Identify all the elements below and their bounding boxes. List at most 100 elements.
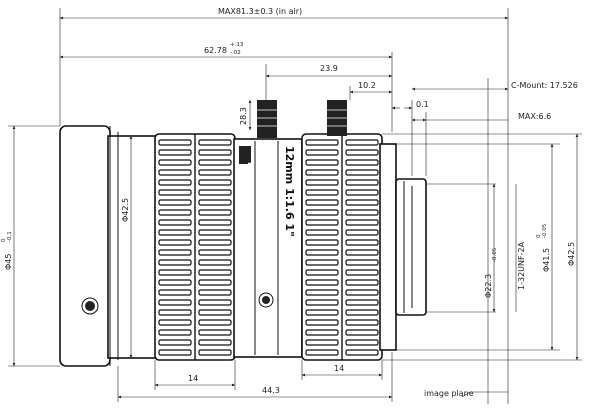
knurl-rib xyxy=(158,169,192,176)
image-plane-label: image plane xyxy=(424,389,474,398)
knurl-rib xyxy=(158,249,192,256)
knurl-rib xyxy=(345,229,379,236)
knurl-rib xyxy=(158,199,192,206)
dim-0-1: 0.1 xyxy=(416,100,429,109)
knurl-rib xyxy=(158,269,192,276)
lock-screw-right xyxy=(327,100,347,136)
knurl-rib xyxy=(305,229,339,236)
dim-dia-42-5-inner: Φ42.5 xyxy=(121,198,130,222)
knurl-rib xyxy=(305,139,339,146)
knurl-rib xyxy=(198,299,232,306)
knurl-rib xyxy=(305,149,339,156)
knurl-rib xyxy=(345,219,379,226)
brand-logo xyxy=(239,146,251,164)
front-screw-hole xyxy=(85,301,95,311)
dim-62-78: 62.78 xyxy=(204,46,227,55)
knurl-rib xyxy=(305,189,339,196)
knurl-rib xyxy=(305,349,339,356)
knurl-rib xyxy=(158,179,192,186)
knurl-rib xyxy=(158,289,192,296)
lens-body: FM 12mm 1:1.6 1" xyxy=(59,100,427,367)
dim-62-78-tol-upper: +.13 xyxy=(230,42,244,48)
knurl-rib xyxy=(198,319,232,326)
knurl-rib xyxy=(198,309,232,316)
dim-dia-45-tol-upper: 0 xyxy=(1,238,7,242)
knurl-rib xyxy=(305,249,339,256)
knurl-rib xyxy=(198,209,232,216)
knurl-rib xyxy=(158,189,192,196)
dim-dia-22-3: Φ22.3 xyxy=(484,274,493,298)
knurl-rib xyxy=(345,239,379,246)
knurl-rib xyxy=(345,309,379,316)
knurl-rib xyxy=(345,289,379,296)
knurl-rib xyxy=(158,149,192,156)
front-barrel xyxy=(59,125,111,367)
dim-dia-41-5-tol-upper: 0 xyxy=(536,234,542,238)
knurl-rib xyxy=(345,249,379,256)
dim-44-3: 44.3 xyxy=(262,386,280,395)
rear-barrel xyxy=(379,143,397,351)
knurl-rib xyxy=(158,349,192,356)
knurl-rib xyxy=(305,269,339,276)
knurl-rib xyxy=(345,159,379,166)
knurl-rib xyxy=(158,139,192,146)
knurl-rib xyxy=(345,199,379,206)
dimensions: MAX81.3±0.3 (in air) 62.78 +.13 -.02 23.… xyxy=(1,7,582,404)
knurl-rib xyxy=(198,349,232,356)
c-mount-thread xyxy=(395,178,427,316)
dim-ring-width-left: 14 xyxy=(188,374,198,383)
knurl-rib xyxy=(345,339,379,346)
knurl-rib xyxy=(158,339,192,346)
knurl-rib xyxy=(198,269,232,276)
knurl-rib xyxy=(345,269,379,276)
knurl-rib xyxy=(305,169,339,176)
knurl-rib xyxy=(158,299,192,306)
knurl-rib xyxy=(345,179,379,186)
knurl-rib xyxy=(305,289,339,296)
knurl-rib xyxy=(158,209,192,216)
dim-max-length: MAX81.3±0.3 (in air) xyxy=(218,7,302,16)
knurl-rib xyxy=(198,219,232,226)
knurl-rib xyxy=(198,249,232,256)
knurl-rib xyxy=(158,259,192,266)
knurl-rib xyxy=(158,239,192,246)
dim-dia-45-tol-lower: -0.1 xyxy=(7,231,13,242)
knurl-rib xyxy=(198,149,232,156)
knurl-rib xyxy=(345,169,379,176)
dim-10-2: 10.2 xyxy=(358,81,376,90)
knurl-rib xyxy=(198,279,232,286)
knurl-rib xyxy=(305,309,339,316)
dim-dia-22-3-tol: -0.05 xyxy=(492,247,498,262)
knurl-rib xyxy=(345,209,379,216)
knurl-rib xyxy=(345,299,379,306)
knurl-rib xyxy=(198,179,232,186)
dim-ring-width-right: 14 xyxy=(334,364,344,373)
knurl-rib xyxy=(158,319,192,326)
lock-screw-left xyxy=(257,100,277,138)
dim-max-6-6: MAX:6.6 xyxy=(518,112,551,121)
center-band xyxy=(233,138,303,358)
dim-dia-41-5-tol-lower: -0.05 xyxy=(542,223,548,238)
knurl-rib xyxy=(198,169,232,176)
lens-engraving: 12mm 1:1.6 1" xyxy=(283,146,296,237)
knurl-rib xyxy=(158,159,192,166)
knurl-rib xyxy=(198,229,232,236)
knurl-rib xyxy=(305,219,339,226)
knurl-rib xyxy=(305,209,339,216)
dim-62-78-tol-lower: -.02 xyxy=(230,50,241,56)
knurl-rib xyxy=(198,189,232,196)
knurl-rib xyxy=(158,229,192,236)
knurl-rib xyxy=(345,139,379,146)
knurl-rib xyxy=(305,299,339,306)
knurl-rib xyxy=(158,329,192,336)
knurl-rib xyxy=(198,289,232,296)
knurl-rib xyxy=(198,239,232,246)
knurl-rib xyxy=(305,179,339,186)
knurl-rib xyxy=(158,279,192,286)
dim-c-mount: C-Mount: 17.526 xyxy=(511,81,578,90)
knurl-rib xyxy=(198,329,232,336)
knurl-rib xyxy=(305,239,339,246)
knurl-rib xyxy=(305,279,339,286)
dim-thread: 1-32UNF-2A xyxy=(517,241,526,290)
